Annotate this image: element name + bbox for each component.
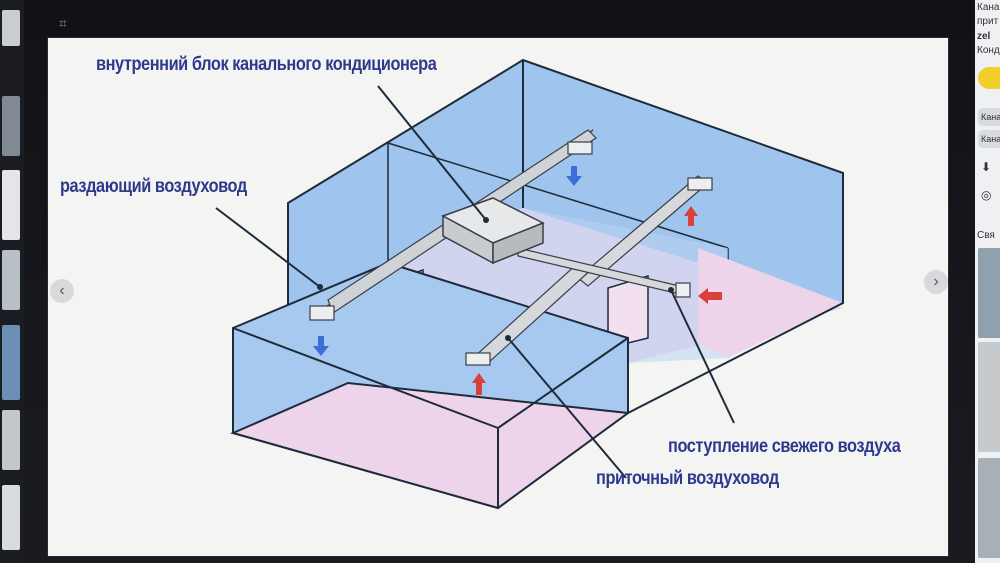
label-fresh-air-intake: поступление свежего воздуха bbox=[668, 436, 901, 457]
thumbnail[interactable] bbox=[2, 10, 20, 46]
related-heading: Свя bbox=[977, 230, 995, 241]
thumbnail[interactable] bbox=[2, 325, 20, 400]
download-icon[interactable]: ⬇ bbox=[981, 160, 992, 174]
thumbnail[interactable] bbox=[2, 410, 20, 470]
side-panel: Кана прит zel Конд Кана Кана ⬇ ◎ Свя bbox=[975, 0, 1000, 563]
thumbnail[interactable] bbox=[2, 485, 20, 550]
arrow-blue-down bbox=[313, 336, 329, 356]
fresh-air-inlet bbox=[675, 282, 691, 298]
duct-system-diagram bbox=[215, 58, 844, 510]
arrow-blue-down bbox=[566, 166, 582, 186]
leader-line bbox=[215, 207, 321, 288]
arrow-red-up bbox=[472, 373, 486, 395]
label-indoor-unit: внутренний блок канального кондиционера bbox=[96, 54, 437, 75]
indoor-unit-box bbox=[492, 221, 544, 265]
right-floor-area bbox=[698, 248, 843, 358]
air-outlet bbox=[567, 141, 593, 155]
leader-line bbox=[670, 289, 735, 424]
source-name[interactable]: zel bbox=[977, 31, 991, 42]
air-outlet bbox=[309, 305, 335, 321]
air-outlet bbox=[465, 352, 491, 366]
leader-dot bbox=[317, 284, 323, 290]
related-image[interactable] bbox=[978, 342, 1000, 452]
related-image[interactable] bbox=[978, 458, 1000, 558]
thumbnail[interactable] bbox=[2, 250, 20, 310]
thumbnail[interactable] bbox=[2, 96, 20, 156]
related-image[interactable] bbox=[978, 248, 1000, 338]
result-title[interactable]: Кана bbox=[977, 2, 1000, 13]
label-supply-duct: приточный воздуховод bbox=[596, 468, 779, 489]
next-image-button[interactable]: › bbox=[924, 270, 948, 294]
crop-icon[interactable]: ⌗ bbox=[59, 14, 67, 31]
related-chip[interactable]: Кана bbox=[978, 108, 1000, 126]
air-outlet bbox=[687, 177, 713, 191]
arrow-red-up bbox=[684, 206, 698, 226]
leader-line bbox=[377, 85, 487, 221]
related-chip[interactable]: Кана bbox=[978, 130, 1000, 148]
leader-dot bbox=[505, 335, 511, 341]
image-viewer: внутренний блок канального кондиционера … bbox=[48, 15, 948, 556]
leader-dot bbox=[483, 217, 489, 223]
label-distribution-duct: раздающий воздуховод bbox=[60, 176, 247, 197]
lens-icon[interactable]: ◎ bbox=[981, 188, 992, 202]
leader-dot bbox=[668, 287, 674, 293]
result-subtitle: Конд bbox=[977, 45, 1000, 56]
thumbnail[interactable] bbox=[2, 170, 20, 240]
visit-button[interactable] bbox=[978, 67, 1000, 89]
thumbnail-strip bbox=[0, 0, 24, 563]
leader-line bbox=[507, 337, 627, 479]
result-title[interactable]: прит bbox=[977, 16, 999, 27]
previous-image-button[interactable]: ‹ bbox=[50, 279, 74, 303]
arrow-red-left bbox=[698, 288, 722, 304]
